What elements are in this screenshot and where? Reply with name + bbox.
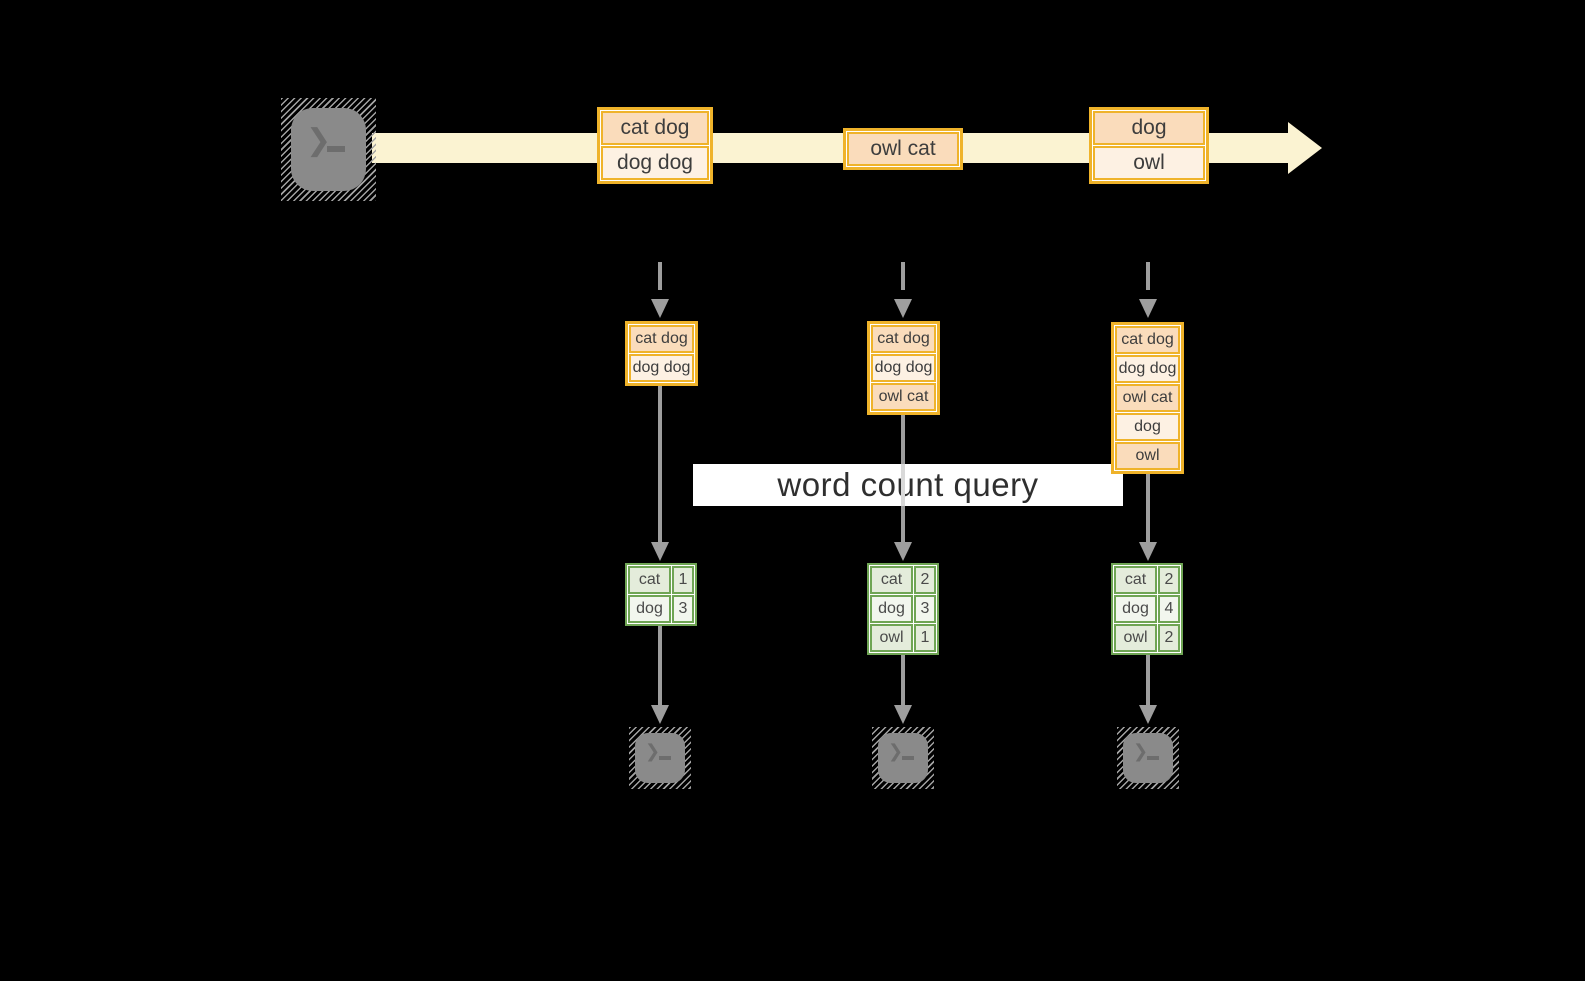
dashed-connector	[901, 262, 905, 290]
arrowhead-icon	[651, 542, 669, 561]
connector-line	[1146, 474, 1150, 542]
record-cell: owl cat	[871, 383, 936, 411]
stream-cell: cat dog	[601, 111, 709, 145]
stream-batch-3: dog owl	[1089, 107, 1209, 184]
count-cell: 1	[914, 624, 936, 652]
arrowhead-icon	[1139, 542, 1157, 561]
word-cell: owl	[870, 624, 913, 652]
prompt-chevron-icon: ❯	[645, 741, 661, 761]
count-cell: 2	[914, 566, 936, 594]
prompt-chevron-icon: ❯	[888, 741, 904, 761]
prompt-underscore-icon	[1147, 756, 1159, 760]
arrowhead-icon	[894, 299, 912, 318]
connector-line	[901, 655, 905, 705]
word-cell: dog	[1114, 595, 1157, 623]
table-row: owl 2	[1114, 624, 1180, 652]
terminal-screen: ❯	[878, 733, 928, 783]
word-cell: dog	[870, 595, 913, 623]
word-count-table-1: cat 1 dog 3	[625, 563, 697, 626]
stream-batch-1: cat dog dog dog	[597, 107, 713, 184]
prompt-underscore-icon	[327, 146, 345, 152]
query-banner: word count query	[693, 464, 1123, 506]
record-cell: cat dog	[1115, 326, 1180, 354]
terminal-screen: ❯	[291, 108, 366, 191]
connector-line	[658, 626, 662, 705]
stream-cell: dog dog	[601, 146, 709, 180]
terminal-icon: ❯	[281, 98, 376, 201]
connector-line-over-banner	[901, 464, 905, 506]
count-cell: 1	[672, 566, 694, 594]
record-cell: cat dog	[871, 325, 936, 353]
arrowhead-icon	[1139, 299, 1157, 318]
connector-line	[1146, 655, 1150, 705]
word-cell: cat	[1114, 566, 1157, 594]
dashed-connector	[658, 262, 662, 290]
accumulated-records-2: cat dog dog dog owl cat	[867, 321, 940, 415]
word-cell: cat	[870, 566, 913, 594]
word-cell: cat	[628, 566, 671, 594]
stream-cell: dog	[1093, 111, 1205, 145]
record-cell: dog dog	[1115, 355, 1180, 383]
record-cell: owl cat	[1115, 384, 1180, 412]
arrowhead-icon	[651, 705, 669, 724]
terminal-icon: ❯	[629, 727, 691, 789]
stream-arrowhead	[1288, 122, 1322, 174]
table-row: cat 1	[628, 566, 694, 594]
arrowhead-icon	[894, 542, 912, 561]
terminal-icon: ❯	[1117, 727, 1179, 789]
terminal-screen: ❯	[1123, 733, 1173, 783]
record-cell: dog	[1115, 413, 1180, 441]
prompt-underscore-icon	[902, 756, 914, 760]
record-cell: owl	[1115, 442, 1180, 470]
table-row: owl 1	[870, 624, 936, 652]
count-cell: 3	[672, 595, 694, 623]
record-cell: dog dog	[629, 354, 694, 382]
terminal-screen: ❯	[635, 733, 685, 783]
record-cell: dog dog	[871, 354, 936, 382]
arrowhead-icon	[1139, 705, 1157, 724]
table-row: dog 3	[870, 595, 936, 623]
dashed-connector	[1146, 262, 1150, 290]
prompt-chevron-icon: ❯	[306, 123, 332, 157]
record-cell: cat dog	[629, 325, 694, 353]
count-cell: 3	[914, 595, 936, 623]
table-row: cat 2	[1114, 566, 1180, 594]
arrowhead-icon	[651, 299, 669, 318]
word-count-table-2: cat 2 dog 3 owl 1	[867, 563, 939, 655]
query-banner-label: word count query	[777, 466, 1039, 503]
word-count-table-3: cat 2 dog 4 owl 2	[1111, 563, 1183, 655]
table-row: dog 4	[1114, 595, 1180, 623]
accumulated-records-1: cat dog dog dog	[625, 321, 698, 386]
terminal-icon: ❯	[872, 727, 934, 789]
stream-cell: owl	[1093, 146, 1205, 180]
connector-line	[658, 386, 662, 542]
prompt-chevron-icon: ❯	[1133, 741, 1149, 761]
word-cell: owl	[1114, 624, 1157, 652]
count-cell: 2	[1158, 624, 1180, 652]
arrowhead-icon	[894, 705, 912, 724]
stream-cell: owl cat	[847, 132, 959, 166]
prompt-underscore-icon	[659, 756, 671, 760]
word-cell: dog	[628, 595, 671, 623]
accumulated-records-3: cat dog dog dog owl cat dog owl	[1111, 322, 1184, 474]
count-cell: 2	[1158, 566, 1180, 594]
count-cell: 4	[1158, 595, 1180, 623]
table-row: cat 2	[870, 566, 936, 594]
table-row: dog 3	[628, 595, 694, 623]
stream-batch-2: owl cat	[843, 128, 963, 170]
